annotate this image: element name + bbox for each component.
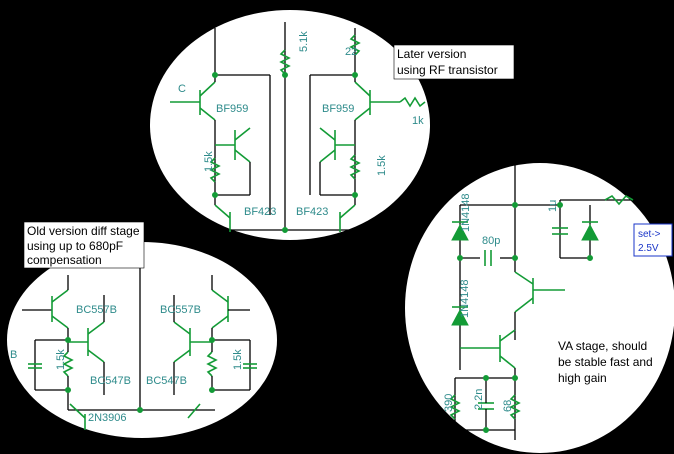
label-bf423-right: BF423	[296, 206, 328, 218]
set-voltage-line1: set->	[638, 229, 661, 240]
label-bf423-left: BF423	[244, 206, 276, 218]
right-bubble	[405, 163, 674, 453]
note-later-box	[393, 44, 515, 80]
label-bc547b-left: BC547B	[90, 375, 131, 387]
label-bc557b-right: BC557B	[160, 304, 201, 316]
label-r51k: 5.1k	[298, 31, 310, 52]
left-circuit	[22, 262, 257, 430]
note-va-line1: VA stage, should	[558, 339, 647, 353]
label-bf959-right: BF959	[322, 103, 354, 115]
label-partial-b: B	[10, 349, 17, 361]
note-later-line1: Later version	[397, 47, 466, 61]
label-r15k-left-left: 1.5k	[55, 349, 67, 370]
set-voltage-line2: 2.5V	[638, 243, 659, 254]
label-r15k-left-right: 1.5k	[232, 349, 244, 370]
top-bubble	[150, 10, 430, 240]
note-old-line1: Old version diff stage	[27, 224, 140, 238]
note-old-line3: compensation	[27, 253, 102, 267]
label-c80p: 80p	[482, 235, 500, 247]
note-va-line3: high gain	[558, 371, 607, 385]
note-later-line2: using RF transistor	[397, 63, 498, 77]
label-r15k-top-right: 1.5k	[376, 155, 388, 176]
label-r22: 22	[345, 46, 357, 58]
label-1n4148-top: 1N4148	[460, 193, 472, 232]
set-voltage-box[interactable]	[633, 223, 673, 257]
label-c1u: 1u	[547, 200, 559, 212]
label-r15k-top-left: 1.5k	[203, 151, 215, 172]
right-circuit	[449, 165, 640, 440]
top-circuit	[170, 22, 426, 233]
label-bc557b-left: BC557B	[76, 304, 117, 316]
label-c22n: 2.2n	[473, 389, 485, 410]
label-partial-c: C	[178, 83, 186, 95]
label-bc547b-right: BC547B	[146, 375, 187, 387]
label-r68: 68	[502, 400, 514, 412]
note-old-line2: using up to 680pF	[27, 239, 123, 253]
label-2n3906: 2N3906	[88, 412, 127, 424]
note-old-box	[23, 221, 145, 269]
label-r390: 390	[443, 394, 455, 412]
label-r1k: 1k	[412, 115, 424, 127]
label-1n4148-bottom: 1N4148	[459, 279, 471, 318]
note-va-line2: be stable fast and	[558, 355, 653, 369]
label-bf959-left: BF959	[216, 103, 248, 115]
